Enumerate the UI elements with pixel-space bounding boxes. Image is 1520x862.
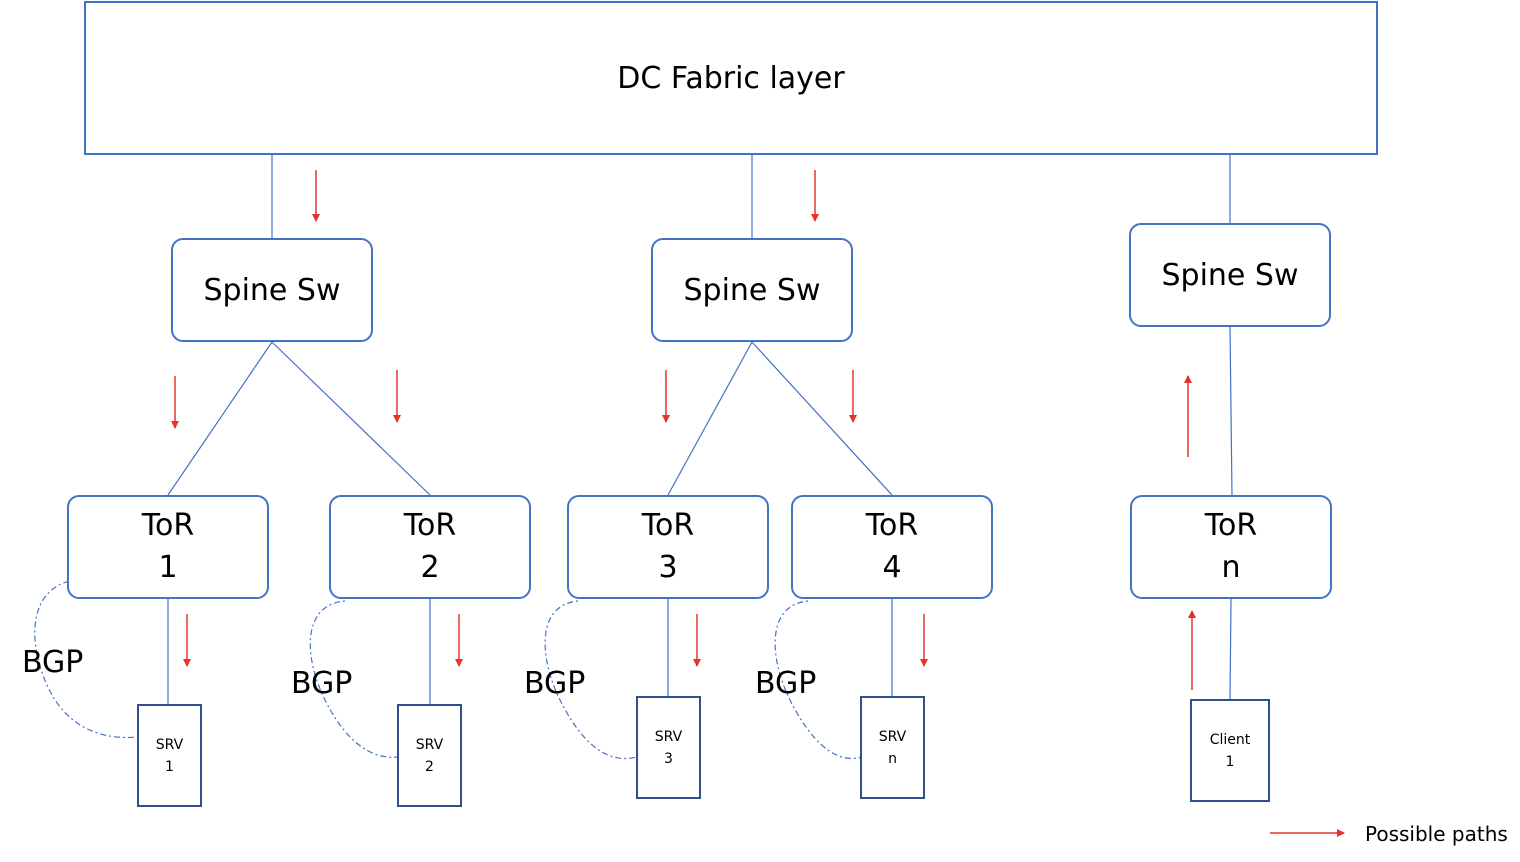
host-number: 1	[165, 758, 174, 775]
bgp-curve-3	[544, 600, 638, 759]
tor-label: ToR	[865, 508, 919, 543]
server-2: SRV 2	[397, 704, 462, 807]
spine-switch-label: Spine Sw	[683, 272, 821, 308]
host-number: 1	[1225, 753, 1235, 770]
tor-switch-4: ToR 4	[791, 495, 993, 599]
link-spine1-tor1	[167, 341, 273, 496]
dc-fabric-label: DC Fabric layer	[617, 60, 845, 96]
host-label: SRV	[155, 736, 184, 753]
tor-label: ToR	[403, 508, 457, 543]
tor-switch-2: ToR 2	[329, 495, 531, 599]
tor-number: 1	[158, 550, 178, 585]
host-number: 2	[425, 758, 434, 775]
tor-number: 2	[420, 550, 440, 585]
client-1: Client 1	[1190, 699, 1270, 802]
bgp-label-1: BGP	[22, 645, 84, 680]
host-number: n	[888, 750, 897, 767]
host-label: SRV	[654, 728, 683, 745]
link-spine2-tor4	[751, 341, 893, 496]
bgp-label-3: BGP	[524, 666, 586, 701]
host-label: SRV	[415, 736, 444, 753]
spine-switch-label: Spine Sw	[1161, 257, 1299, 293]
tor-number: 3	[658, 550, 678, 585]
host-label: SRV	[878, 728, 907, 745]
bgp-label-2: BGP	[291, 666, 353, 701]
spine-switch-1: Spine Sw	[171, 238, 373, 342]
bgp-curve-4	[774, 600, 863, 759]
server-1: SRV 1	[137, 704, 202, 807]
host-number: 3	[664, 750, 673, 767]
bgp-label-4: BGP	[755, 666, 817, 701]
tor-switch-1: ToR 1	[67, 495, 269, 599]
link-spine2-tor3	[667, 341, 753, 496]
server-3: SRV 3	[636, 696, 701, 799]
tor-switch-3: ToR 3	[567, 495, 769, 599]
server-n: SRV n	[860, 696, 925, 799]
spine-switch-label: Spine Sw	[203, 272, 341, 308]
bgp-curve-2	[309, 600, 399, 758]
tor-number: 4	[882, 550, 902, 585]
link-spine1-tor2	[271, 341, 431, 496]
legend-label: Possible paths	[1365, 822, 1508, 846]
spine-switch-3: Spine Sw	[1129, 223, 1331, 327]
dc-fabric-layer: DC Fabric layer	[84, 1, 1378, 155]
link-spine3-torn	[1229, 325, 1233, 496]
link-torn-client1	[1229, 598, 1232, 701]
host-label: Client	[1209, 731, 1251, 748]
bgp-curve-1	[34, 579, 139, 739]
tor-switch-n: ToR n	[1130, 495, 1332, 599]
tor-number: n	[1221, 550, 1241, 585]
tor-label: ToR	[641, 508, 695, 543]
spine-switch-2: Spine Sw	[651, 238, 853, 342]
tor-label: ToR	[1204, 508, 1258, 543]
tor-label: ToR	[141, 508, 195, 543]
